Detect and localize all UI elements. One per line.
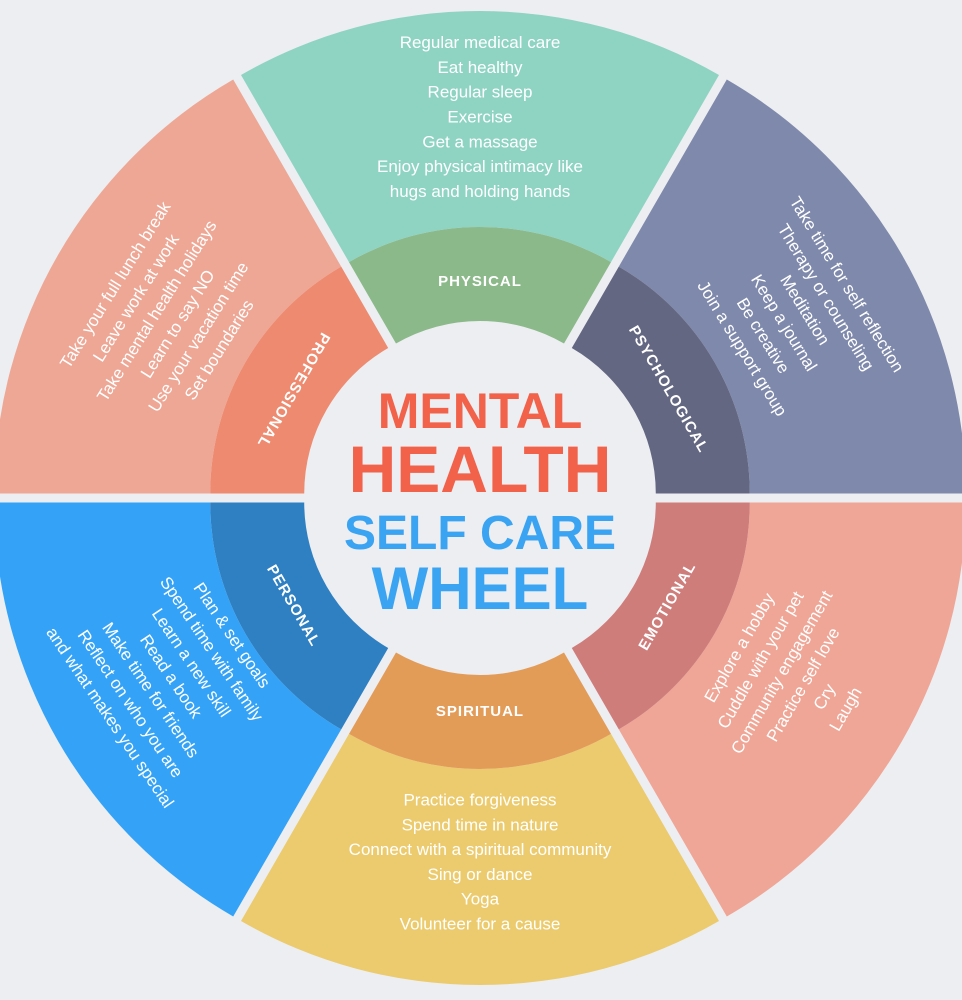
wheel-title: MENTAL HEALTH SELF CARE WHEEL bbox=[344, 383, 616, 622]
item-physical-5: Get a massage bbox=[422, 132, 537, 151]
title-line-3: SELF CARE bbox=[344, 507, 616, 560]
item-physical-2: Eat healthy bbox=[437, 58, 523, 77]
item-physical-7: hugs and holding hands bbox=[390, 182, 571, 201]
sector-inner-emotional bbox=[571, 502, 750, 730]
item-physical-3: Regular sleep bbox=[428, 83, 533, 102]
ring-label-physical: PHYSICAL bbox=[438, 273, 522, 290]
sector-outer-professional bbox=[0, 79, 342, 494]
sector-inner-physical bbox=[349, 226, 611, 344]
item-spiritual-4: Sing or dance bbox=[428, 865, 533, 884]
item-physical-4: Exercise bbox=[447, 107, 512, 126]
item-physical-1: Regular medical care bbox=[400, 33, 561, 52]
sector-inner-psychological bbox=[571, 266, 750, 494]
item-spiritual-6: Volunteer for a cause bbox=[400, 914, 561, 933]
item-physical-6: Enjoy physical intimacy like bbox=[377, 157, 583, 176]
sector-inner-spiritual bbox=[349, 652, 611, 770]
item-spiritual-5: Yoga bbox=[461, 890, 500, 909]
item-spiritual-2: Spend time in nature bbox=[402, 815, 559, 834]
sector-outer-personal bbox=[0, 502, 342, 917]
title-line-2: HEALTH bbox=[349, 432, 612, 506]
sector-inner-personal bbox=[210, 502, 389, 730]
item-spiritual-1: Practice forgiveness bbox=[403, 790, 556, 809]
sector-outer-emotional bbox=[618, 502, 962, 917]
ring-label-spiritual: SPIRITUAL bbox=[436, 703, 524, 720]
title-line-1: MENTAL bbox=[378, 383, 583, 439]
item-spiritual-3: Connect with a spiritual community bbox=[349, 840, 612, 859]
sector-outer-physical bbox=[241, 11, 719, 263]
center-disc bbox=[308, 326, 652, 670]
sector-outer-psychological bbox=[618, 79, 962, 494]
title-line-4: WHEEL bbox=[372, 555, 589, 622]
sectors-layer bbox=[0, 11, 962, 985]
sector-outer-spiritual bbox=[241, 733, 719, 985]
sector-inner-professional bbox=[210, 266, 389, 494]
